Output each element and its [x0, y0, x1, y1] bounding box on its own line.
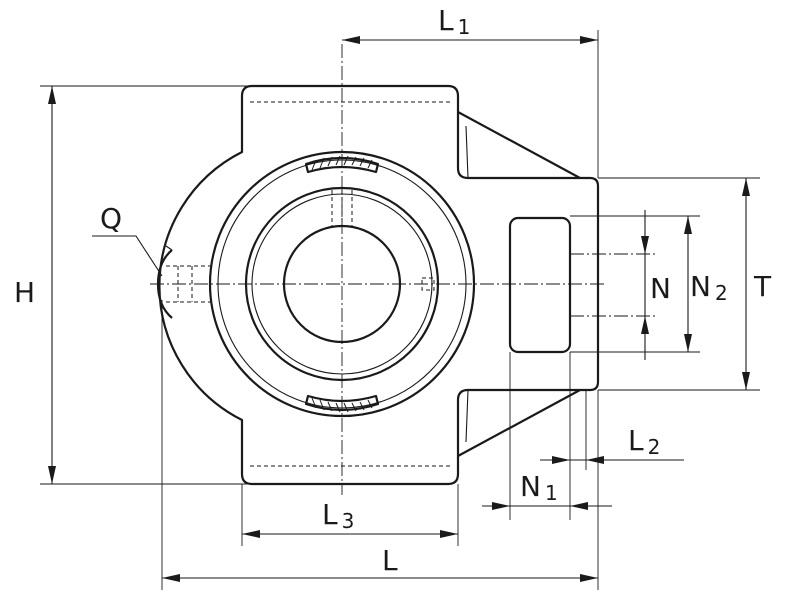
- label-q: Q: [100, 202, 122, 235]
- label-l: L: [382, 544, 398, 577]
- label-n: N: [650, 272, 671, 305]
- dimension-lines: [48, 36, 750, 582]
- label-t: T: [753, 270, 772, 303]
- label-h: H: [14, 276, 35, 309]
- take-up-slot: [508, 216, 572, 354]
- housing-outline: [156, 84, 600, 486]
- extension-lines: [40, 30, 760, 590]
- center-lines: [150, 44, 605, 495]
